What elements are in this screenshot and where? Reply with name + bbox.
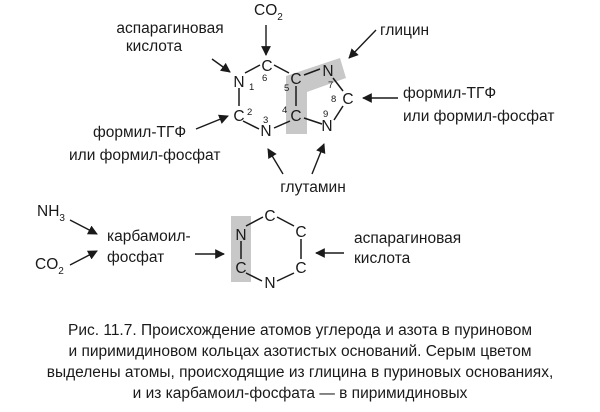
position-6: 6	[262, 73, 267, 84]
figure-caption: Рис. 11.7. Происхождение атомов углерода…	[0, 320, 600, 404]
position-4: 4	[282, 105, 287, 116]
arrow-aspartate-to-n1	[211, 58, 231, 73]
pyr-atom-c-right-top: C	[295, 224, 306, 241]
aspartate-label-pyrimidine-line1: аспарагиновая	[354, 230, 461, 247]
glutamine-label: глутамин	[280, 179, 346, 196]
formyl-right-label-line2: или формил-фосфат	[403, 108, 554, 125]
pyrimidine-ring: N C C C N C	[231, 208, 307, 292]
pyrimidine-bonds	[240, 216, 302, 282]
position-9: 9	[323, 109, 328, 120]
pyr-atom-c-top: C	[264, 208, 275, 225]
position-3: 3	[263, 115, 268, 126]
atom-n3: N	[260, 123, 271, 140]
pyr-atom-c-right-bottom: C	[295, 260, 306, 277]
caption-line-3: выделены атомы, происходящие из глицина …	[46, 364, 554, 381]
carbamoyl-label-line1: карбамоил-	[107, 228, 191, 245]
purine-bonds	[238, 64, 344, 130]
atom-c6: C	[261, 58, 272, 75]
pyr-atom-n-bottom: N	[264, 275, 275, 292]
arrow-nh3-to-carbamoyl	[69, 219, 98, 235]
formyl-left-label-line1: формил-ТГФ	[93, 124, 186, 141]
atom-c5: C	[290, 71, 301, 88]
atom-c2: C	[233, 108, 244, 125]
aspartate-label-purine-line2: кислота	[126, 38, 183, 55]
position-7: 7	[328, 80, 333, 91]
atom-n1: N	[233, 74, 244, 91]
pyr-atom-c-left-bottom: C	[235, 260, 246, 277]
nucleobase-origin-diagram: N C N C C C N C N 1 2 3 4 5 6 7 8 9 CO2 …	[35, 2, 554, 292]
caption-line-2: и пиримидиновом кольцах азотистых основа…	[68, 343, 532, 360]
arrow-co2-to-carbamoyl	[69, 250, 98, 266]
carbamoyl-label-line2: фосфат	[107, 249, 164, 266]
caption-line-1: Рис. 11.7. Происхождение атомов углерода…	[67, 322, 532, 339]
purine-sources: CO2 аспарагиновая кислота глицин формил-…	[69, 2, 554, 196]
arrow-glutamine-to-n9	[311, 143, 326, 175]
aspartate-label-purine-line1: аспарагиновая	[116, 20, 223, 37]
position-2: 2	[247, 107, 252, 118]
arrow-formyl-to-c2	[195, 114, 229, 130]
co2-label-purine: CO2	[254, 2, 283, 23]
co2-label-pyrimidine: CO2	[35, 256, 64, 277]
arrow-glycine	[348, 29, 377, 59]
nh3-label: NH3	[37, 203, 65, 224]
aspartate-label-pyrimidine-line2: кислота	[354, 250, 411, 267]
atom-c8: C	[342, 91, 353, 108]
pyrimidine-arrows	[69, 219, 344, 266]
purine-arrows	[195, 25, 398, 175]
pyr-atom-n-left: N	[235, 227, 246, 244]
position-8: 8	[331, 94, 336, 105]
caption-line-4: и из карбамоил-фосфата — в пиримидиновых	[132, 385, 468, 402]
atom-n9: N	[321, 118, 332, 135]
figure-label: Рис. 11.7.	[67, 322, 137, 339]
glycine-highlight	[286, 58, 346, 134]
pyrimidine-sources: NH3 CO2 карбамоил- фосфат аспарагиновая …	[35, 203, 461, 277]
position-1: 1	[249, 82, 254, 93]
formyl-right-label-line1: формил-ТГФ	[403, 85, 496, 102]
position-5: 5	[284, 83, 289, 94]
glycine-label: глицин	[380, 22, 429, 39]
formyl-left-label-line2: или формил-фосфат	[69, 147, 220, 164]
atom-c4: C	[290, 108, 301, 125]
purine-ring: N C N C C C N C N 1 2 3 4 5 6 7 8 9	[233, 58, 354, 140]
atom-n7: N	[322, 63, 333, 80]
arrow-glutamine-to-n3	[267, 148, 284, 175]
